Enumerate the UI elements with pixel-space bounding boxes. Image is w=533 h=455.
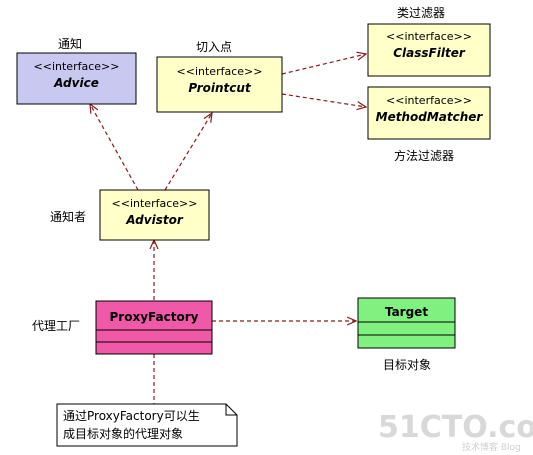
label-qierudian: 切入点 — [196, 40, 232, 54]
advistor-stereotype: <<interface>> — [112, 197, 198, 210]
classfilter-class[interactable]: <<interface>> ClassFilter — [367, 23, 491, 77]
advistor-to-advice-arrow — [90, 104, 139, 191]
pointcut-class[interactable]: <<interface>> Prointcut — [156, 56, 283, 113]
advice-stereotype: <<interface>> — [34, 60, 120, 73]
label-tongzhi: 通知 — [58, 37, 82, 51]
note-line-2: 成目标对象的代理对象 — [63, 426, 183, 441]
pointcut-name: Prointcut — [188, 81, 252, 95]
label-leiguolvqi: 类过滤器 — [397, 6, 445, 20]
connectors — [90, 54, 366, 404]
classfilter-name: ClassFilter — [393, 46, 466, 60]
methodmatcher-name: MethodMatcher — [376, 110, 484, 124]
pointcut-stereotype: <<interface>> — [177, 65, 263, 78]
label-tongzhizhe: 通知者 — [50, 210, 86, 224]
note-line-1: 通过ProxyFactory可以生 — [63, 409, 200, 423]
note-box[interactable]: 通过ProxyFactory可以生 成目标对象的代理对象 — [56, 403, 238, 447]
label-dailigongchang: 代理工厂 — [32, 319, 80, 333]
advice-name: Advice — [53, 76, 99, 90]
target-class[interactable]: Target — [357, 297, 456, 349]
advistor-class[interactable]: <<interface>> Advistor — [99, 189, 210, 241]
pointcut-to-classfilter-arrow — [281, 54, 366, 75]
watermark-logo: 51CTO.com 技术博客 Blog — [378, 410, 533, 453]
watermark-sub: 技术博客 Blog — [462, 441, 521, 453]
advice-class[interactable]: <<interface>> Advice — [16, 52, 137, 105]
classfilter-stereotype: <<interface>> — [386, 30, 472, 43]
methodmatcher-stereotype: <<interface>> — [386, 94, 472, 107]
methodmatcher-class[interactable]: <<interface>> MethodMatcher — [367, 86, 491, 140]
proxyfactory-name: ProxyFactory — [110, 310, 199, 324]
label-mubiaoduixiang: 目标对象 — [383, 358, 431, 372]
pointcut-to-methodmatcher-arrow — [281, 93, 366, 107]
advistor-to-pointcut-arrow — [164, 113, 212, 191]
target-name: Target — [385, 305, 428, 319]
watermark-main: 51CTO.com — [378, 410, 533, 445]
advistor-name: Advistor — [125, 213, 184, 227]
proxyfactory-class[interactable]: ProxyFactory — [95, 300, 213, 355]
label-fangfaguolvqi: 方法过滤器 — [394, 148, 454, 163]
